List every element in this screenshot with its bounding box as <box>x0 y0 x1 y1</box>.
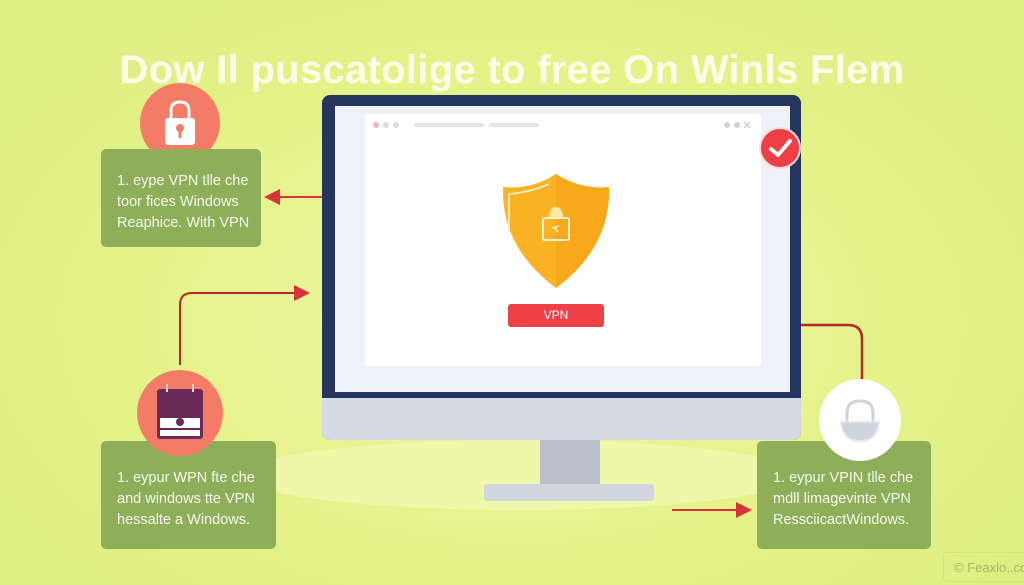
calendar-circle <box>137 370 223 456</box>
padlock-icon <box>165 100 195 145</box>
app-window <box>365 114 761 366</box>
card-line: Reaphice. With VPN <box>117 214 250 231</box>
shield-lock-icon <box>502 174 610 288</box>
padlock-icon <box>839 399 881 443</box>
close-icon <box>743 121 751 129</box>
connector-right <box>800 323 864 380</box>
step-card-bottom-left: 1. eypur WPN fte che and windows tte VPN… <box>101 441 276 549</box>
monitor-stand-neck <box>540 440 600 486</box>
card-line: 1. eypur VPIN tlle che <box>773 469 914 486</box>
calendar-icon <box>157 384 203 439</box>
window-dot-icon <box>373 122 379 128</box>
card-line: hessalte a Windows. <box>117 511 250 528</box>
page-title: Dow Il puscatolige to free On Winls Flem <box>119 48 905 92</box>
lock-circle-white <box>819 379 901 461</box>
checkmark-badge <box>759 127 801 169</box>
maximize-icon <box>734 122 740 128</box>
step-card-top-left: 1. eype VPN tlle che toor fices Windows … <box>101 149 261 247</box>
minimize-icon <box>724 122 730 128</box>
card-line: RessciicactWindows. <box>773 511 910 528</box>
card-line: mdll limagevinte VPN <box>773 490 911 507</box>
vpn-button[interactable]: VPN <box>508 304 604 327</box>
card-line: 1. eypur WPN fte che <box>117 469 255 486</box>
card-line: 1. eype VPN tlle che <box>117 172 249 189</box>
step-card-right: 1. eypur VPIN tlle che mdll limagevinte … <box>757 441 931 549</box>
checkmark-icon <box>769 139 792 157</box>
monitor-stand-base <box>484 484 654 501</box>
arrow-to-monitor <box>179 285 310 365</box>
watermark: © Feaxlo,.co <box>943 552 1024 582</box>
window-titlebar <box>373 121 751 129</box>
monitor-chin <box>322 398 801 440</box>
card-line: toor fices Windows <box>117 193 239 210</box>
window-dot-icon <box>383 122 389 128</box>
window-dot-icon <box>393 122 399 128</box>
card-line: and windows tte VPN <box>117 490 255 507</box>
